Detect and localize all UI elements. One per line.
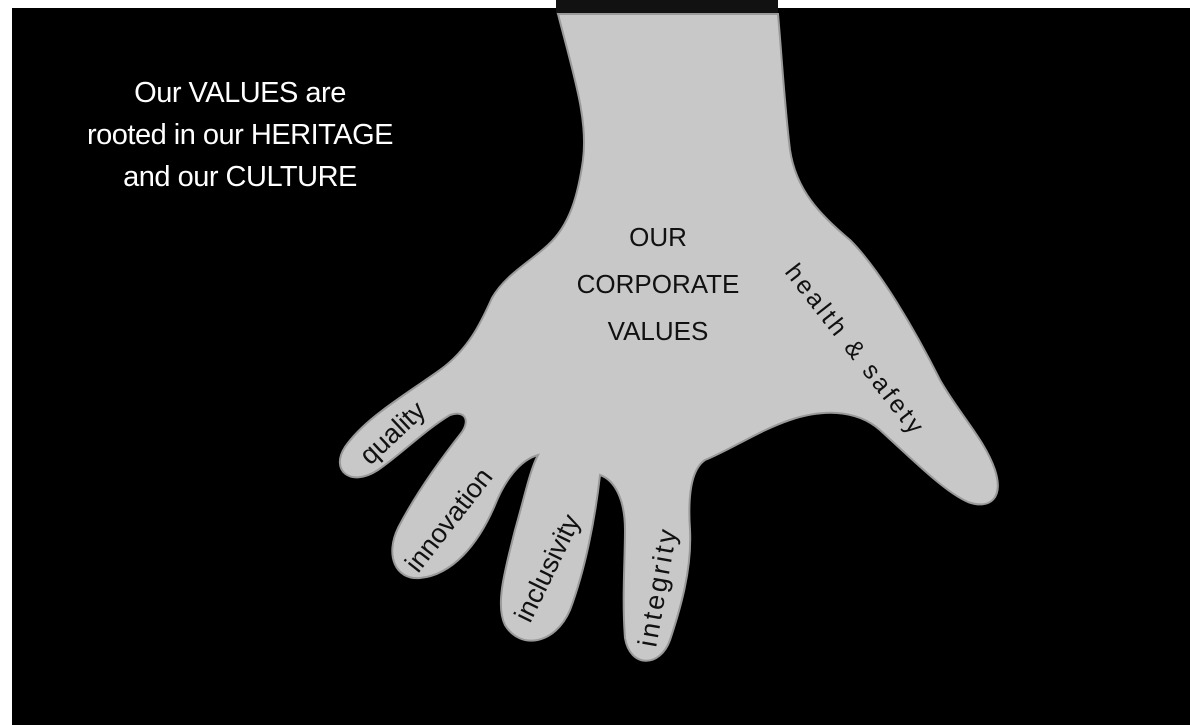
hand-shape [338,13,999,662]
palm-line-3: VALUES [608,316,709,346]
wrist-cuff [556,0,778,14]
palm-line-1: OUR [629,222,687,252]
palm-line-2: CORPORATE [577,269,740,299]
heading-line-1: Our VALUES are [134,77,346,109]
heading-line-3: and our CULTURE [123,161,357,193]
heading-line-2: rooted in our HERITAGE [87,119,393,151]
values-heading: Our VALUES are rooted in our HERITAGE an… [40,72,440,198]
